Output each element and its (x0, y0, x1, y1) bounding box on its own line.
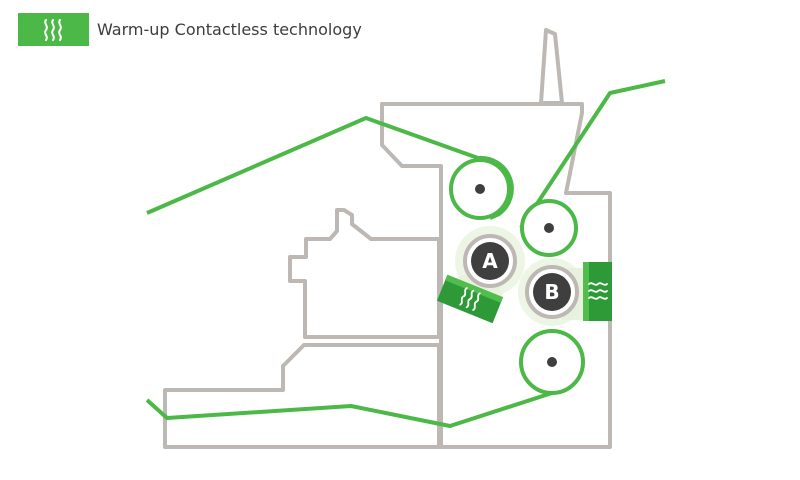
base-unit (163, 343, 441, 449)
legend-label: Warm-up Contactless technology (97, 20, 362, 39)
legend: Warm-up Contactless technology (18, 13, 362, 46)
idler-roller-top (449, 158, 511, 220)
feed-unit (288, 208, 441, 339)
roller-a: A (463, 234, 517, 288)
heater-b (583, 262, 612, 321)
heat-waves-icon (588, 282, 608, 300)
idler-roller-bottom (519, 329, 585, 395)
heater-a (436, 274, 504, 324)
material-path-upper (519, 79, 666, 230)
roller-b-label: B (544, 280, 559, 304)
heat-waves-icon (43, 18, 62, 41)
roller-b: B (525, 265, 579, 319)
idler-roller-right (520, 199, 578, 257)
material-path (146, 116, 514, 220)
machine-frame (380, 102, 612, 449)
roller-a-label: A (482, 249, 498, 273)
material-path-lower (145, 391, 553, 428)
legend-swatch (18, 13, 89, 46)
exhaust-stack (539, 28, 564, 105)
heat-waves-icon (459, 287, 481, 311)
